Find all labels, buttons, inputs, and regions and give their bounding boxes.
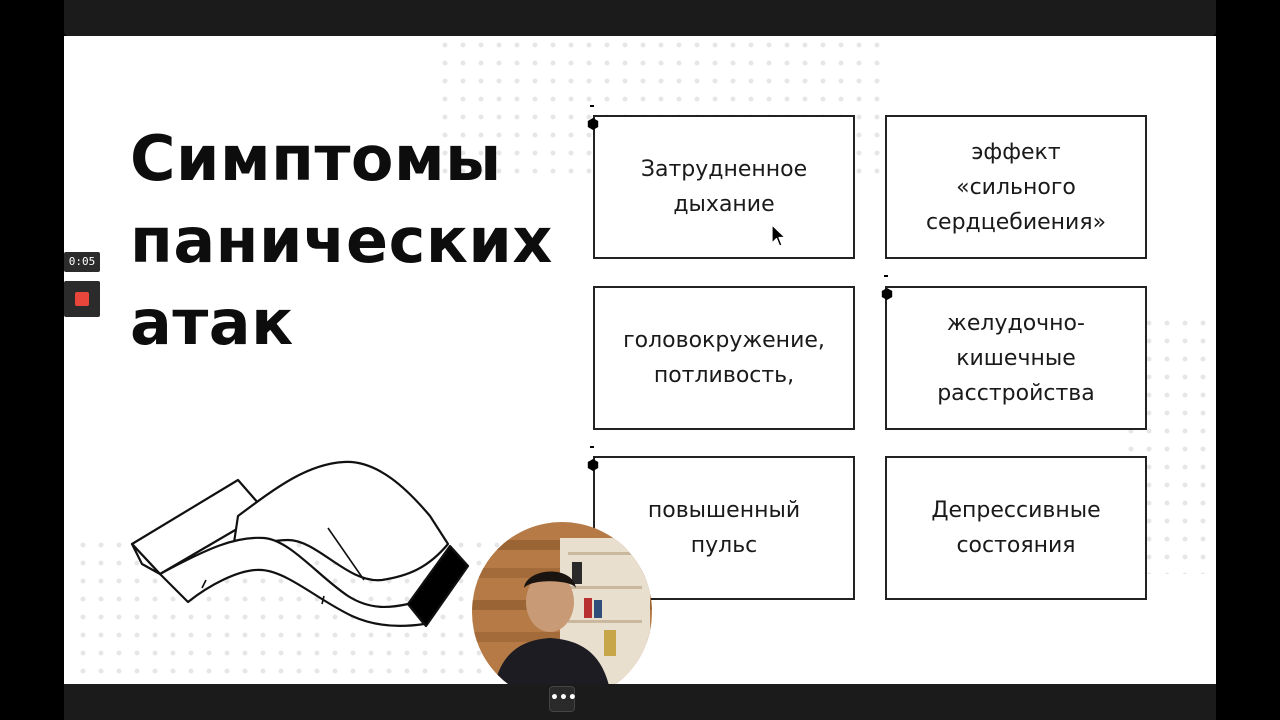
symptom-text: желудочно- кишечные расстройства — [937, 310, 1095, 406]
resize-handle-icon[interactable] — [587, 118, 599, 130]
resize-handle-icon[interactable] — [881, 288, 893, 300]
top-toolbar — [64, 0, 1216, 36]
title-line-1: Симптомы — [130, 122, 502, 195]
symptom-box-heartbeat[interactable]: эффект «сильного сердцебиения» — [885, 115, 1147, 259]
mouse-cursor-icon — [771, 224, 786, 247]
slide-title: Симптомы панических атак — [130, 118, 553, 364]
symptom-text: эффект «сильного сердцебиения» — [925, 139, 1107, 235]
handle-tick — [590, 105, 594, 107]
recording-timer: 0:05 — [64, 252, 100, 272]
symptom-text: Затрудненное дыхание — [640, 157, 808, 217]
symptom-box-depression[interactable]: Депрессивные состояния — [885, 456, 1147, 600]
symptom-box-gastro[interactable]: желудочно- кишечные расстройства — [885, 286, 1147, 430]
symptom-text: повышенный пульс — [647, 498, 801, 558]
handle-tick — [884, 275, 888, 277]
stop-square-icon — [75, 292, 89, 306]
symptom-box-breathing[interactable]: Затрудненное дыхание — [593, 115, 855, 259]
webcam-video-frame — [472, 522, 652, 702]
title-line-3: атак — [130, 286, 294, 359]
stop-recording-button[interactable] — [64, 281, 100, 317]
more-dots-icon[interactable]: ••• — [549, 686, 577, 712]
symptom-text: головокружение, потливость, — [623, 328, 825, 388]
resize-handle-icon[interactable] — [587, 459, 599, 471]
title-line-2: панических — [130, 204, 553, 277]
bottom-toolbar — [64, 684, 1216, 720]
folded-ribbon-illustration — [130, 460, 470, 628]
handle-tick — [590, 446, 594, 448]
symptom-text: Депрессивные состояния — [931, 498, 1101, 558]
symptom-box-dizziness[interactable]: головокружение, потливость, — [593, 286, 855, 430]
webcam-bubble[interactable] — [472, 522, 652, 702]
